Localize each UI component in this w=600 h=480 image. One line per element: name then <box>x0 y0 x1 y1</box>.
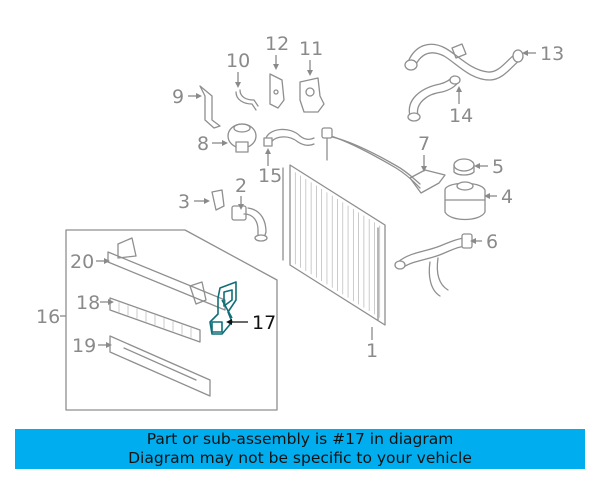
callout-label-3: 3 <box>178 191 210 213</box>
svg-text:8: 8 <box>197 133 209 155</box>
callout-label-6: 6 <box>470 231 498 253</box>
coolant-hose-part <box>394 233 473 297</box>
svg-text:17: 17 <box>252 312 276 334</box>
callout-label-10: 10 <box>226 50 250 88</box>
info-banner: Part or sub-assembly is #17 in diagram D… <box>15 429 585 469</box>
parts-diagram: 1 2 3 4 5 6 7 8 9 10 <box>36 33 564 411</box>
callout-label-11: 11 <box>299 38 323 76</box>
svg-text:13: 13 <box>540 43 564 65</box>
reservoir-cap-part <box>453 158 475 176</box>
callout-label-16: 16 <box>36 306 60 328</box>
svg-text:11: 11 <box>299 38 323 60</box>
svg-text:4: 4 <box>501 186 513 208</box>
svg-text:19: 19 <box>72 335 96 357</box>
callout-label-8: 8 <box>197 133 228 155</box>
svg-text:14: 14 <box>449 105 473 127</box>
svg-text:1: 1 <box>366 340 378 362</box>
banner-line-1: Part or sub-assembly is #17 in diagram <box>146 430 454 448</box>
hose-part-15 <box>263 128 315 147</box>
banner-line-2: Diagram may not be specific to your vehi… <box>128 449 472 467</box>
clamp-part-3 <box>211 189 225 211</box>
callout-label-17: 17 <box>226 312 276 334</box>
svg-text:7: 7 <box>418 133 430 155</box>
callout-label-15: 15 <box>258 148 282 187</box>
svg-text:2: 2 <box>235 175 247 197</box>
callout-label-13: 13 <box>522 43 564 65</box>
bracket-part-9 <box>199 85 221 129</box>
svg-text:15: 15 <box>258 165 282 187</box>
callout-label-9: 9 <box>172 86 202 108</box>
valve-part-11 <box>299 77 325 113</box>
svg-text:18: 18 <box>76 292 100 314</box>
callout-label-12: 12 <box>265 33 289 70</box>
svg-text:6: 6 <box>486 231 498 253</box>
radiator-part <box>282 164 386 340</box>
callout-label-5: 5 <box>474 156 504 178</box>
lower-hose-part <box>407 75 461 122</box>
callout-label-18: 18 <box>76 292 114 314</box>
highlighted-part-17 <box>209 281 237 335</box>
expansion-tank-part <box>444 181 486 221</box>
svg-text:5: 5 <box>492 156 504 178</box>
hose-part-2 <box>231 205 268 242</box>
callout-label-1: 1 <box>366 340 378 362</box>
callout-label-20: 20 <box>70 251 110 273</box>
assembly-inset-16 <box>60 229 278 411</box>
pipe-part-10 <box>235 89 259 111</box>
upper-hose-part <box>404 43 524 81</box>
bracket-part-12 <box>269 73 285 109</box>
svg-text:12: 12 <box>265 33 289 55</box>
pump-part-8 <box>227 123 257 153</box>
callout-label-19: 19 <box>72 335 112 357</box>
callout-label-2: 2 <box>235 175 247 210</box>
svg-text:10: 10 <box>226 50 250 72</box>
svg-text:3: 3 <box>178 191 190 213</box>
pipe-part <box>321 127 446 194</box>
callout-label-4: 4 <box>484 186 513 208</box>
callout-label-7: 7 <box>418 133 430 172</box>
svg-text:20: 20 <box>70 251 94 273</box>
svg-text:9: 9 <box>172 86 184 108</box>
svg-text:16: 16 <box>36 306 60 328</box>
callout-label-14: 14 <box>449 86 473 127</box>
